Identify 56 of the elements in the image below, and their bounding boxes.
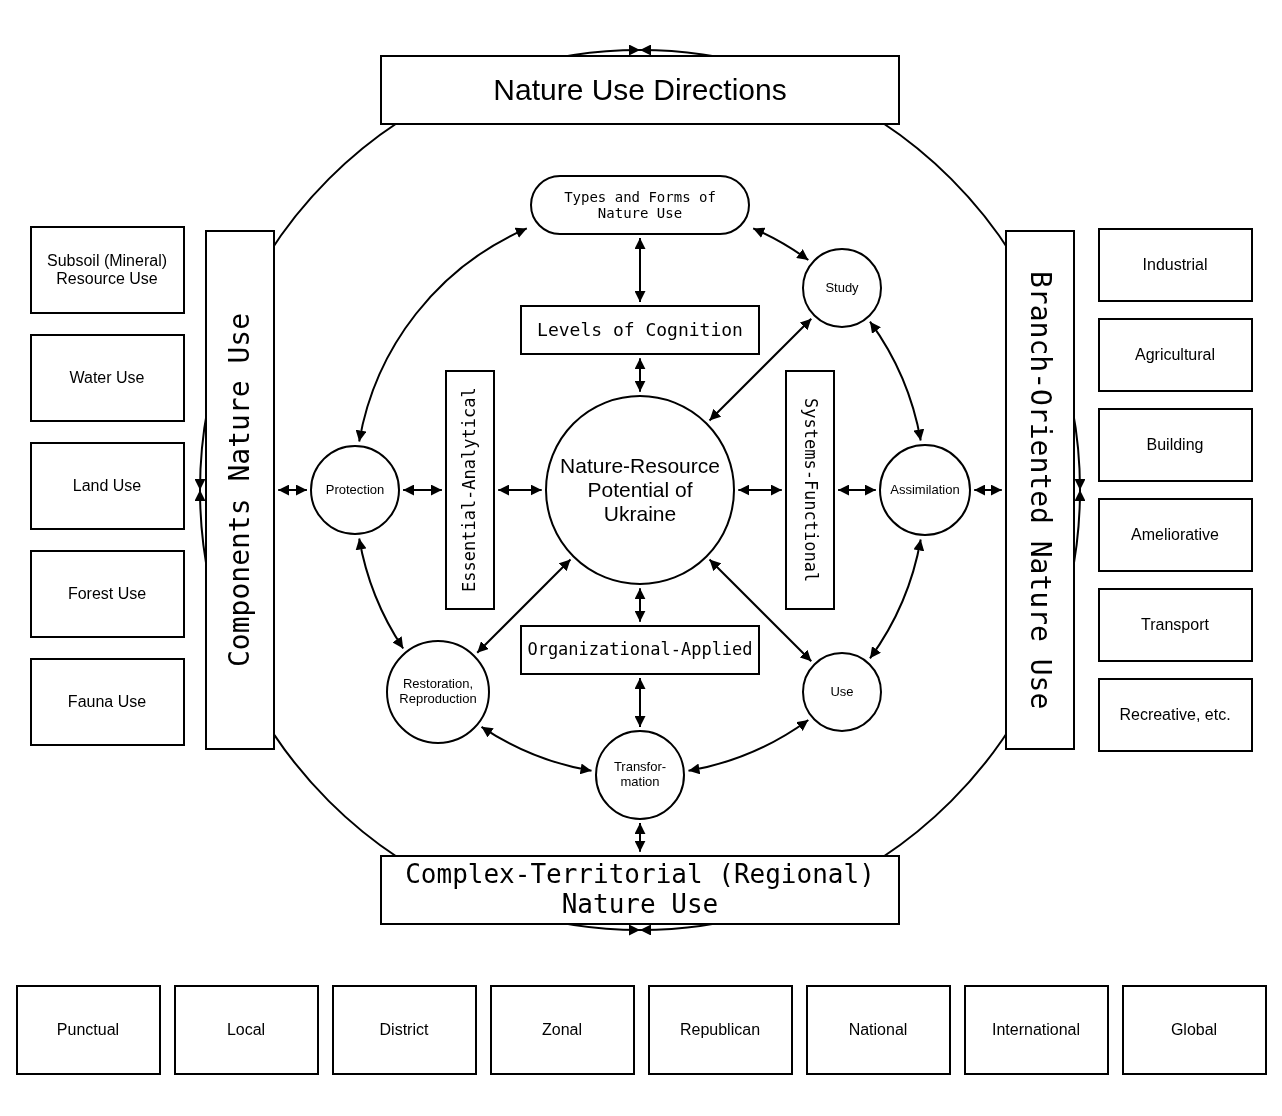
category-box: Global [1121, 985, 1267, 1075]
category-box: Ameliorative [1097, 498, 1253, 572]
category-box: Zonal [489, 985, 635, 1075]
arrow [869, 320, 924, 442]
arrow [497, 484, 543, 496]
circle-node: Transfor- mation [595, 730, 685, 820]
circle-node: Restoration, Reproduction [386, 640, 490, 744]
band-box: Complex-Territorial (Regional) Nature Use [380, 855, 900, 925]
band-box: Components Nature Use [205, 230, 275, 750]
centre-circle: Nature-Resource Potential of Ukraine [545, 395, 735, 585]
arrow [634, 587, 646, 623]
arrow [869, 538, 924, 660]
rounded-box: Types and Forms of Nature Use [530, 175, 750, 235]
circle-node: Assimilation [879, 444, 971, 536]
category-box: Industrial [1097, 228, 1253, 302]
arrow [634, 822, 646, 853]
category-box: Subsoil (Mineral) Resource Use [29, 226, 185, 314]
arrow [402, 484, 443, 496]
band-box: Nature Use Directions [380, 55, 900, 125]
circle-node: Protection [310, 445, 400, 535]
arrow [687, 719, 810, 774]
band-box: Branch-Oriented Nature Use [1005, 230, 1075, 750]
circle-node: Use [802, 652, 882, 732]
arrow [737, 484, 783, 496]
band-box: Levels of Cognition [520, 305, 760, 355]
category-box: Land Use [29, 442, 185, 530]
category-box: Transport [1097, 588, 1253, 662]
arrow [356, 537, 405, 650]
category-box: National [805, 985, 951, 1075]
category-box: Punctual [15, 985, 161, 1075]
band-box: Organizational-Applied [520, 625, 760, 675]
circle-node: Study [802, 248, 882, 328]
category-box: Water Use [29, 334, 185, 422]
arrow [634, 357, 646, 393]
category-box: District [331, 985, 477, 1075]
arrow [356, 227, 528, 443]
arrow [752, 227, 810, 261]
arrow [480, 725, 593, 774]
arrow [708, 317, 813, 422]
arrow [708, 558, 813, 663]
category-box: Recreative, etc. [1097, 678, 1253, 752]
arrow [973, 484, 1003, 496]
arrow [476, 558, 572, 654]
category-box: Republican [647, 985, 793, 1075]
arrow [634, 237, 646, 303]
category-box: Forest Use [29, 550, 185, 638]
arrow [634, 677, 646, 728]
arrow [837, 484, 877, 496]
band-box: Systems-Functional [785, 370, 835, 610]
category-box: International [963, 985, 1109, 1075]
arrow [277, 484, 308, 496]
category-box: Local [173, 985, 319, 1075]
category-box: Building [1097, 408, 1253, 482]
band-box: Essential-Analytical [445, 370, 495, 610]
category-box: Agricultural [1097, 318, 1253, 392]
category-box: Fauna Use [29, 658, 185, 746]
